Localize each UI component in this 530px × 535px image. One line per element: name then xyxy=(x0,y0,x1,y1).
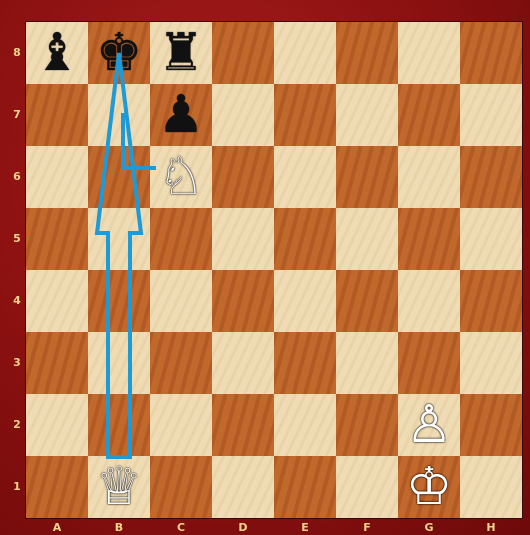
rank-label: 6 xyxy=(12,170,22,183)
square-d6[interactable] xyxy=(212,146,274,208)
square-b6[interactable] xyxy=(88,146,150,208)
square-g6[interactable] xyxy=(398,146,460,208)
chess-board[interactable]: ♝♚♜♟♘ ♙ ♕ ♔ xyxy=(26,22,522,518)
square-g8[interactable] xyxy=(398,22,460,84)
square-c4[interactable] xyxy=(150,270,212,332)
square-d3[interactable] xyxy=(212,332,274,394)
square-d7[interactable] xyxy=(212,84,274,146)
square-a6[interactable] xyxy=(26,146,88,208)
square-a5[interactable] xyxy=(26,208,88,270)
square-h4[interactable] xyxy=(460,270,522,332)
square-f8[interactable] xyxy=(336,22,398,84)
square-c1[interactable] xyxy=(150,456,212,518)
square-e7[interactable] xyxy=(274,84,336,146)
file-label: E xyxy=(274,521,336,534)
square-a4[interactable] xyxy=(26,270,88,332)
file-label: C xyxy=(150,521,212,534)
square-h3[interactable] xyxy=(460,332,522,394)
square-d8[interactable] xyxy=(212,22,274,84)
square-d5[interactable] xyxy=(212,208,274,270)
square-f5[interactable] xyxy=(336,208,398,270)
square-a2[interactable] xyxy=(26,394,88,456)
square-f6[interactable] xyxy=(336,146,398,208)
square-e6[interactable] xyxy=(274,146,336,208)
black-pawn-icon[interactable]: ♟ xyxy=(150,84,212,146)
square-g3[interactable] xyxy=(398,332,460,394)
square-f2[interactable] xyxy=(336,394,398,456)
file-label: A xyxy=(26,521,88,534)
rank-label: 1 xyxy=(12,480,22,493)
square-b5[interactable] xyxy=(88,208,150,270)
black-bishop-icon[interactable]: ♝ xyxy=(26,22,88,84)
square-h6[interactable] xyxy=(460,146,522,208)
square-d4[interactable] xyxy=(212,270,274,332)
square-f3[interactable] xyxy=(336,332,398,394)
square-e4[interactable] xyxy=(274,270,336,332)
square-c3[interactable] xyxy=(150,332,212,394)
square-c2[interactable] xyxy=(150,394,212,456)
file-label: G xyxy=(398,521,460,534)
square-b3[interactable] xyxy=(88,332,150,394)
square-a7[interactable] xyxy=(26,84,88,146)
file-label: H xyxy=(460,521,522,534)
white-queen-icon[interactable]: ♕ xyxy=(88,456,150,518)
rank-label: 2 xyxy=(12,418,22,431)
square-e3[interactable] xyxy=(274,332,336,394)
file-label: B xyxy=(88,521,150,534)
square-g7[interactable] xyxy=(398,84,460,146)
square-a1[interactable] xyxy=(26,456,88,518)
square-h8[interactable] xyxy=(460,22,522,84)
square-h1[interactable] xyxy=(460,456,522,518)
square-b2[interactable] xyxy=(88,394,150,456)
square-h7[interactable] xyxy=(460,84,522,146)
file-label: F xyxy=(336,521,398,534)
black-king-icon[interactable]: ♚ xyxy=(88,22,150,84)
square-a3[interactable] xyxy=(26,332,88,394)
square-d1[interactable] xyxy=(212,456,274,518)
rank-label: 3 xyxy=(12,356,22,369)
rank-label: 8 xyxy=(12,46,22,59)
square-e2[interactable] xyxy=(274,394,336,456)
white-pawn-icon[interactable]: ♙ xyxy=(398,394,460,456)
rank-label: 7 xyxy=(12,108,22,121)
square-g5[interactable] xyxy=(398,208,460,270)
file-label: D xyxy=(212,521,274,534)
rank-label: 5 xyxy=(12,232,22,245)
square-b7[interactable] xyxy=(88,84,150,146)
square-g4[interactable] xyxy=(398,270,460,332)
square-e8[interactable] xyxy=(274,22,336,84)
square-b4[interactable] xyxy=(88,270,150,332)
square-f1[interactable] xyxy=(336,456,398,518)
black-rook-icon[interactable]: ♜ xyxy=(150,22,212,84)
square-h2[interactable] xyxy=(460,394,522,456)
square-h5[interactable] xyxy=(460,208,522,270)
square-c5[interactable] xyxy=(150,208,212,270)
square-e5[interactable] xyxy=(274,208,336,270)
white-knight-icon[interactable]: ♘ xyxy=(150,146,212,208)
white-king-icon[interactable]: ♔ xyxy=(398,456,460,518)
square-f4[interactable] xyxy=(336,270,398,332)
square-d2[interactable] xyxy=(212,394,274,456)
square-f7[interactable] xyxy=(336,84,398,146)
rank-label: 4 xyxy=(12,294,22,307)
square-e1[interactable] xyxy=(274,456,336,518)
